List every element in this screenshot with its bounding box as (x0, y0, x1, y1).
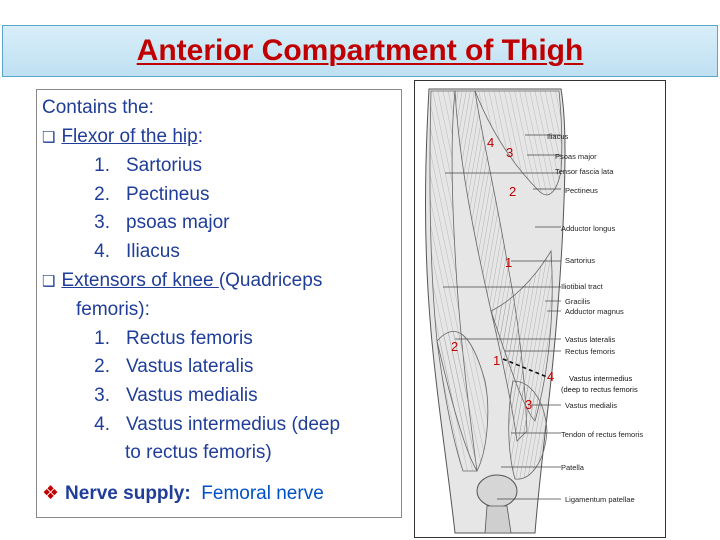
flexor-heading-line: ❑ Flexor of the hip: (42, 123, 401, 153)
annotation-line-1: Vastus intermedius (569, 374, 632, 383)
label-ligamentum-patellae: Ligamentum patellae (565, 495, 635, 504)
extensor-item: 2.Vastus lateralis (94, 356, 254, 378)
flexor-item: 3.psoas major (94, 212, 230, 234)
nerve-supply-line: ❖Nerve supply: Femoral nerve (42, 480, 324, 509)
extensor-heading: Extensors of knee (61, 269, 219, 291)
thigh-muscle-figure: Iliacus Psoas major Tensor fascia lata P… (414, 80, 666, 538)
label-vastus-lateralis: Vastus lateralis (565, 335, 616, 344)
figure-labels: Iliacus Psoas major Tensor fascia lata P… (547, 132, 643, 504)
nerve-supply-label: Nerve supply: (65, 483, 191, 504)
extensor-item: 4.Vastus intermedius (deep (94, 413, 341, 435)
flexor-item: 2.Pectineus (94, 183, 210, 205)
title-bar: Anterior Compartment of Thigh (2, 25, 718, 77)
extensor-heading-line2: femoris): (76, 299, 150, 321)
extensor-item: 1.Rectus femoris (94, 327, 253, 349)
extensor-heading-line: ❑ Extensors of knee (Quadriceps (42, 267, 401, 297)
page-title: Anterior Compartment of Thigh (136, 34, 584, 67)
marker-vastus-medialis: 3 (525, 397, 532, 412)
intro-line: Contains the: (42, 97, 154, 118)
marker-iliacus: 4 (487, 135, 494, 150)
flexor-item: 4.Iliacus (94, 240, 180, 262)
marker-psoas: 3 (506, 145, 513, 160)
label-psoas-major: Psoas major (555, 152, 597, 161)
extensor-heading-rest: (Quadriceps (218, 269, 323, 291)
label-vastus-medialis: Vastus medialis (565, 401, 617, 410)
thigh-illustration: Iliacus Psoas major Tensor fascia lata P… (425, 88, 643, 534)
diamond-bullet-icon: ❖ (42, 483, 60, 504)
label-adductor-longus: Adductor longus (561, 224, 615, 233)
flexor-colon: : (197, 125, 203, 147)
label-tendon-rectus-femoris: Tendon of rectus femoris (561, 430, 643, 439)
annotation-dashed-line (502, 358, 548, 378)
marker-rectus-femoris: 1 (493, 353, 500, 368)
leader-lines (443, 134, 561, 500)
marker-sartorius: 1 (505, 255, 512, 270)
flexor-heading: Flexor of the hip (61, 125, 198, 147)
patella-shape (476, 474, 518, 508)
nerve-supply-value: Femoral nerve (201, 483, 324, 504)
annotation-line-2: (deep to rectus femoris (561, 385, 638, 394)
label-iliotibial-tract: Iliotibial tract (561, 282, 604, 291)
label-adductor-magnus: Adductor magnus (565, 307, 624, 316)
marker-vastus-intermedius: 4 (547, 369, 554, 384)
marker-vastus-lateralis: 2 (451, 339, 458, 354)
marker-pectineus: 2 (509, 184, 516, 199)
checkbox-bullet-icon: ❑ (42, 128, 56, 146)
label-patella: Patella (561, 463, 585, 472)
label-iliacus: Iliacus (547, 132, 569, 141)
flexor-item: 1.Sartorius (94, 155, 203, 177)
content-text-box: Contains the: ❑ Flexor of the hip: 1.Sart… (36, 89, 402, 518)
label-tensor-fascia-lata: Tensor fascia lata (555, 167, 614, 176)
checkbox-bullet-icon: ❑ (42, 272, 56, 290)
label-rectus-femoris: Rectus femoris (565, 347, 615, 356)
vastus-intermedius-annotation: Vastus intermedius (deep to rectus femor… (561, 374, 638, 394)
label-sartorius: Sartorius (565, 256, 595, 265)
label-pectineus: Pectineus (565, 186, 598, 195)
extensor-item-wrap: to rectus femoris) (125, 442, 272, 464)
label-gracilis: Gracilis (565, 297, 590, 306)
number-markers: 4 3 2 1 2 1 4 3 (451, 135, 554, 412)
extensor-item: 3.Vastus medialis (94, 384, 258, 406)
